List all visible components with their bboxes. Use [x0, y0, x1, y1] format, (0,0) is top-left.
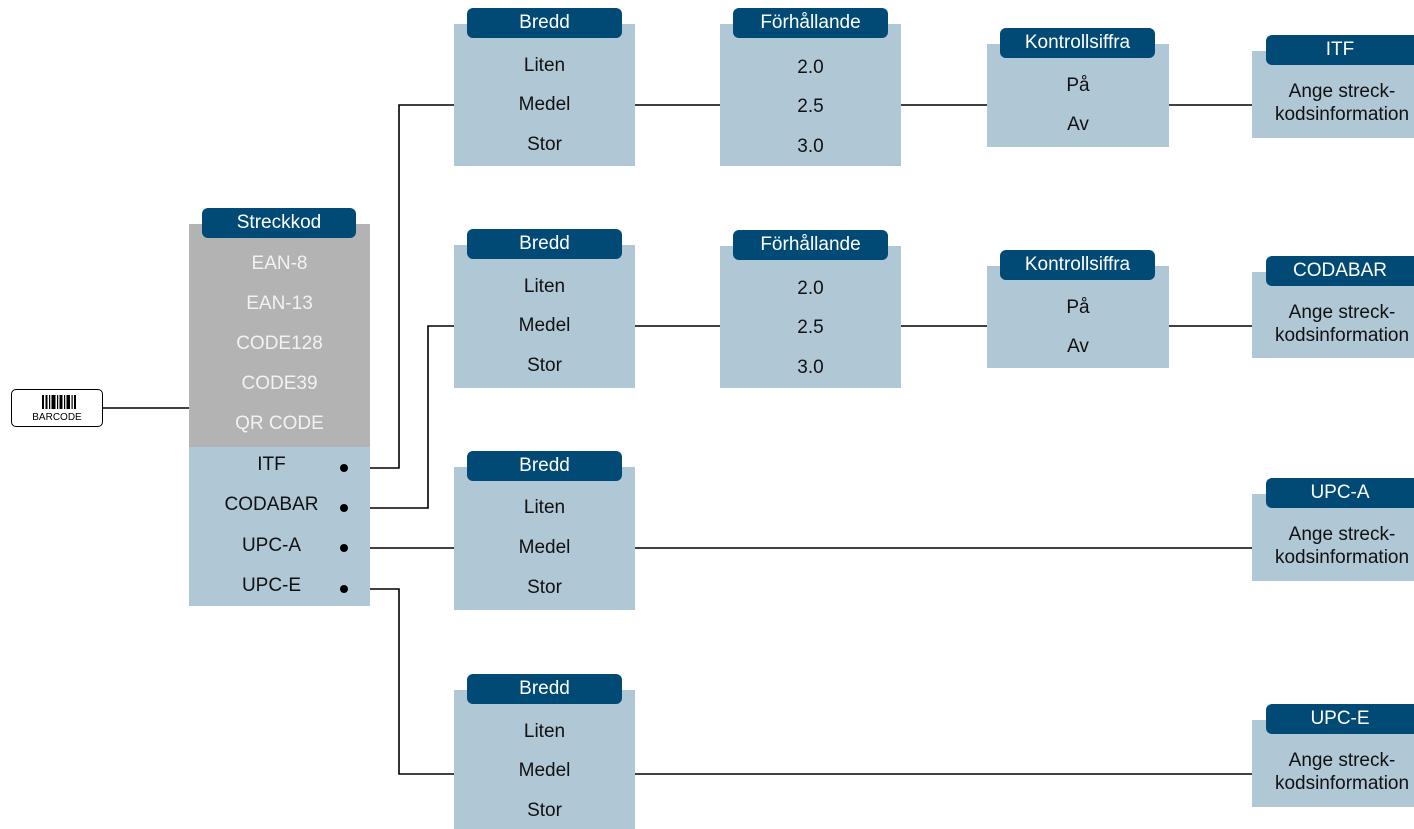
upce-bredd-option-medel[interactable]: Medel — [518, 760, 571, 781]
barcode-button[interactable]: BARCODE — [11, 389, 103, 427]
codabar-kontrollsiffra-header: Kontrollsiffra — [1000, 250, 1155, 280]
itf-bredd-box: Liten Medel Stor — [454, 24, 635, 166]
connector-upce — [344, 588, 455, 775]
upca-bredd-option-medel[interactable]: Medel — [518, 537, 571, 558]
upca-result-line1: Ange streck- — [1288, 524, 1396, 545]
streckkod-item-upce[interactable]: UPC-E — [241, 575, 302, 596]
codabar-forhallande-option-2-0[interactable]: 2.0 — [797, 278, 824, 299]
streckkod-item-code39[interactable]: CODE39 — [241, 373, 318, 394]
upce-bredd-option-liten[interactable]: Liten — [523, 721, 566, 742]
streckkod-item-ean8[interactable]: EAN-8 — [251, 253, 308, 274]
streckkod-item-qrcode[interactable]: QR CODE — [235, 413, 324, 434]
upce-bredd-box: Liten Medel Stor — [454, 690, 635, 829]
upca-bredd-box: Liten Medel Stor — [454, 467, 635, 610]
streckkod-header: Streckkod — [202, 208, 356, 238]
connector-itf — [344, 104, 455, 469]
itf-kontrollsiffra-header: Kontrollsiffra — [1000, 28, 1155, 58]
barcode-button-label: BARCODE — [32, 412, 82, 423]
codabar-kontrollsiffra-option-pa[interactable]: På — [1066, 297, 1090, 318]
itf-result-line1: Ange streck- — [1288, 81, 1396, 102]
upce-result-box: Ange streck- kodsinformation — [1252, 720, 1414, 807]
streckkod-item-upca[interactable]: UPC-A — [241, 535, 302, 556]
codabar-forhallande-header: Förhållande — [733, 230, 888, 260]
codabar-result-header: CODABAR — [1266, 256, 1414, 286]
codabar-connector-dot — [340, 504, 348, 512]
itf-bredd-option-medel[interactable]: Medel — [518, 94, 571, 115]
itf-forhallande-option-2-0[interactable]: 2.0 — [797, 57, 824, 78]
itf-bredd-header: Bredd — [467, 8, 622, 38]
connector-codabar — [344, 325, 455, 509]
streckkod-item-codabar[interactable]: CODABAR — [224, 494, 319, 515]
codabar-forhallande-option-3-0[interactable]: 3.0 — [797, 357, 824, 378]
itf-result-header: ITF — [1266, 35, 1414, 65]
codabar-result-line1: Ange streck- — [1288, 302, 1396, 323]
streckkod-item-ean13[interactable]: EAN-13 — [246, 293, 313, 314]
itf-kontrollsiffra-option-pa[interactable]: På — [1066, 75, 1090, 96]
itf-bredd-option-stor[interactable]: Stor — [527, 134, 562, 155]
itf-result-line2: kodsinformation — [1274, 104, 1410, 125]
codabar-bredd-option-stor[interactable]: Stor — [527, 355, 562, 376]
upce-connector-dot — [340, 585, 348, 593]
itf-forhallande-header: Förhållande — [733, 8, 888, 38]
upce-result-header: UPC-E — [1266, 704, 1414, 734]
codabar-result-line2: kodsinformation — [1274, 325, 1410, 346]
streckkod-item-itf[interactable]: ITF — [257, 454, 286, 475]
upca-result-box: Ange streck- kodsinformation — [1252, 494, 1414, 581]
codabar-bredd-option-medel[interactable]: Medel — [518, 315, 571, 336]
codabar-kontrollsiffra-option-av[interactable]: Av — [1067, 336, 1089, 357]
streckkod-blue-panel: ITF CODABAR UPC-A UPC-E — [189, 447, 370, 606]
upca-bredd-header: Bredd — [467, 451, 622, 481]
itf-forhallande-option-2-5[interactable]: 2.5 — [797, 96, 824, 117]
itf-connector-dot — [340, 464, 348, 472]
codabar-bredd-option-liten[interactable]: Liten — [523, 276, 566, 297]
upca-bredd-option-liten[interactable]: Liten — [523, 497, 566, 518]
itf-bredd-option-liten[interactable]: Liten — [523, 55, 566, 76]
upca-connector-dot — [340, 544, 348, 552]
upce-result-line1: Ange streck- — [1288, 750, 1396, 771]
barcode-icon — [42, 395, 76, 409]
upca-bredd-option-stor[interactable]: Stor — [527, 577, 562, 598]
itf-result-box: Ange streck- kodsinformation — [1252, 51, 1414, 138]
itf-kontrollsiffra-box: På Av — [987, 44, 1169, 147]
upce-bredd-option-stor[interactable]: Stor — [527, 800, 562, 821]
upce-result-line2: kodsinformation — [1274, 773, 1410, 794]
codabar-forhallande-option-2-5[interactable]: 2.5 — [797, 317, 824, 338]
streckkod-item-code128[interactable]: CODE128 — [236, 333, 323, 354]
codabar-forhallande-box: 2.0 2.5 3.0 — [720, 246, 901, 388]
itf-forhallande-option-3-0[interactable]: 3.0 — [797, 136, 824, 157]
upca-result-header: UPC-A — [1266, 478, 1414, 508]
streckkod-gray-panel: EAN-8 EAN-13 CODE128 CODE39 QR CODE — [189, 224, 370, 447]
itf-forhallande-box: 2.0 2.5 3.0 — [720, 24, 901, 166]
codabar-bredd-box: Liten Medel Stor — [454, 245, 635, 388]
codabar-result-box: Ange streck- kodsinformation — [1252, 272, 1414, 358]
itf-kontrollsiffra-option-av[interactable]: Av — [1067, 114, 1089, 135]
upca-result-line2: kodsinformation — [1274, 547, 1410, 568]
upce-bredd-header: Bredd — [467, 674, 622, 704]
codabar-kontrollsiffra-box: På Av — [987, 266, 1169, 368]
codabar-bredd-header: Bredd — [467, 229, 622, 259]
